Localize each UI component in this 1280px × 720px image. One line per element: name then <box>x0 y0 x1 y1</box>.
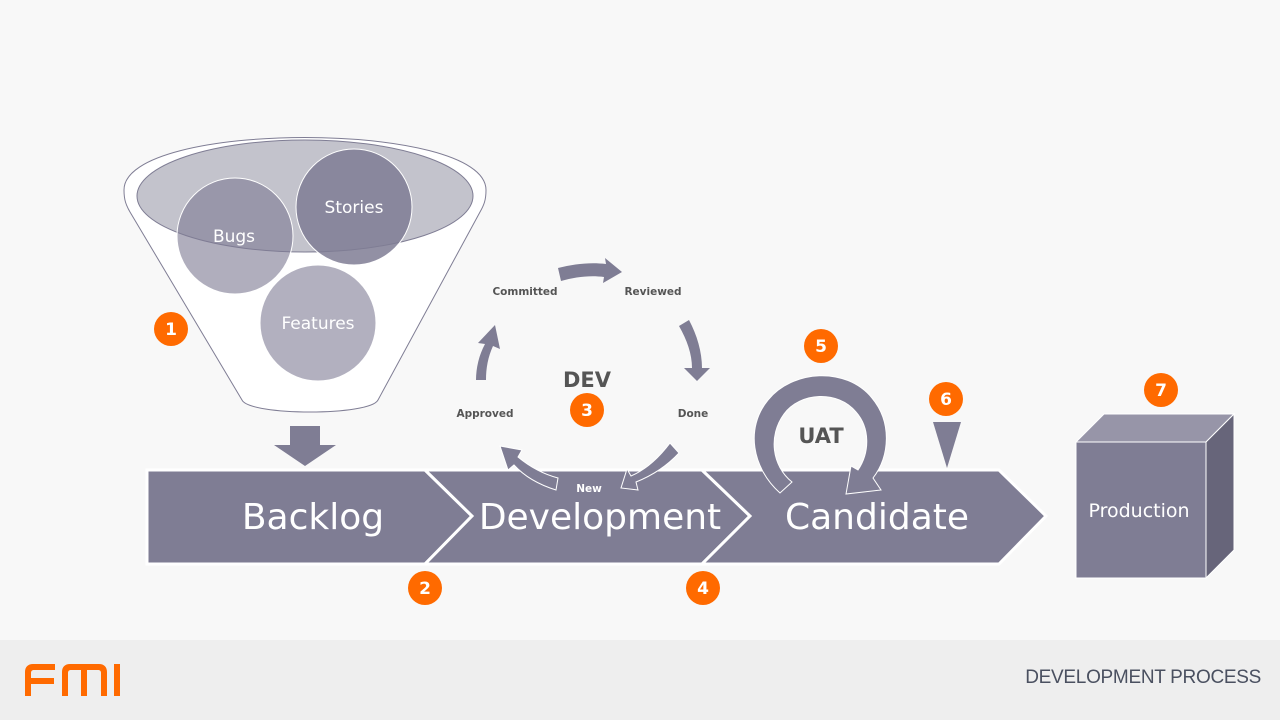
cycle-state-approved: Approved <box>456 408 513 420</box>
development-process-diagram: Bugs Stories Features Backlog Developmen… <box>123 137 1236 605</box>
svg-text:5: 5 <box>815 337 827 357</box>
step-badge-3: 3 <box>570 393 604 427</box>
cycle-arrow-new-approved-icon <box>499 445 559 491</box>
fmi-logo: FMI <box>25 664 120 696</box>
cycle-state-done: Done <box>678 408 709 420</box>
funnel-item-features <box>259 264 377 382</box>
step-badge-1: 1 <box>154 312 188 346</box>
svg-text:2: 2 <box>419 579 431 599</box>
funnel: Bugs Stories Features <box>123 137 487 413</box>
release-marker-triangle-icon <box>933 422 961 468</box>
svg-text:6: 6 <box>940 390 952 410</box>
cycle-state-new: New <box>576 483 602 495</box>
production-cube[interactable]: Production <box>1074 412 1236 580</box>
funnel-item-bugs-label: Bugs <box>213 227 255 247</box>
step-badge-2: 2 <box>408 571 442 605</box>
svg-text:4: 4 <box>697 579 709 599</box>
slide-canvas: Bugs Stories Features Backlog Developmen… <box>123 137 1236 605</box>
step-badge-5: 5 <box>804 329 838 363</box>
svg-text:1: 1 <box>165 320 177 340</box>
stage-development-label: Development <box>479 497 721 538</box>
dev-cycle: Committed Reviewed Done New Approved DEV <box>456 258 710 495</box>
uat-loop: UAT <box>753 375 887 495</box>
cube-side-face <box>1205 412 1235 580</box>
cycle-arrow-done-new-icon <box>620 442 680 491</box>
funnel-item-stories <box>295 148 413 266</box>
step-badge-7: 7 <box>1144 373 1178 407</box>
stage-candidate[interactable] <box>698 468 1049 566</box>
step-badge-4: 4 <box>686 571 720 605</box>
footer-bar <box>0 640 1280 720</box>
svg-text:7: 7 <box>1155 381 1167 401</box>
uat-loop-arrow-icon <box>753 375 887 495</box>
step-badges: 1 2 3 4 5 6 7 <box>154 312 1178 605</box>
cycle-arrow-reviewed-done-icon <box>679 320 710 381</box>
svg-text:3: 3 <box>581 401 593 421</box>
production-label: Production <box>1088 500 1189 522</box>
cycle-state-reviewed: Reviewed <box>624 286 681 298</box>
dev-cycle-title: DEV <box>563 368 612 392</box>
pipeline: Backlog Development Candidate <box>145 468 1049 566</box>
stage-backlog-label: Backlog <box>242 497 384 538</box>
funnel-item-stories-label: Stories <box>325 198 384 218</box>
cycle-arrow-approved-committed-icon <box>476 325 500 380</box>
cycle-state-committed: Committed <box>492 286 557 298</box>
footer-title: DEVELOPMENT PROCESS <box>1025 667 1261 688</box>
cycle-arrow-committed-reviewed-icon <box>558 258 622 283</box>
stage-candidate-label: Candidate <box>785 497 969 538</box>
step-badge-6: 6 <box>929 382 963 416</box>
uat-label: UAT <box>798 424 844 448</box>
down-arrow-icon <box>274 426 336 466</box>
funnel-item-features-label: Features <box>281 314 354 334</box>
cube-front-face <box>1075 441 1207 579</box>
funnel-item-bugs <box>176 177 294 295</box>
